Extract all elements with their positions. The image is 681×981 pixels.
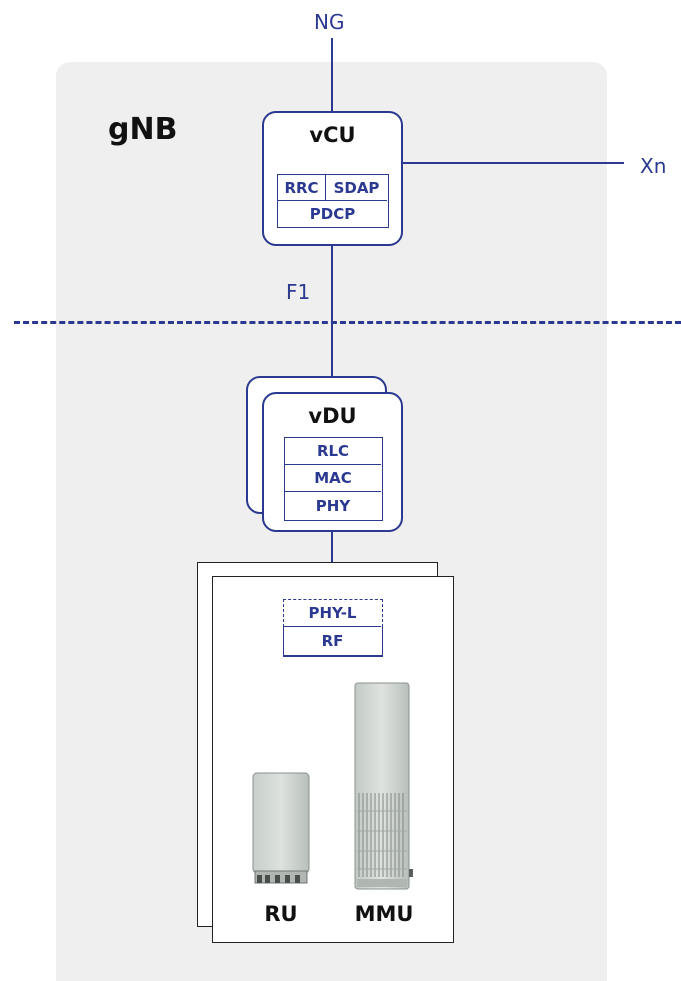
- vdu-box: vDU RLC MAC PHY: [262, 392, 403, 532]
- ru-sheet: PHY-L RF: [212, 576, 454, 943]
- phy-l-layer: PHY-L: [284, 600, 381, 627]
- vcu-box: vCU RRC SDAP PDCP: [262, 111, 403, 246]
- vdu-protocol-stack: RLC MAC PHY: [284, 437, 383, 521]
- mmu-hardware-image: [354, 682, 413, 890]
- sdap-layer: SDAP: [326, 175, 387, 201]
- ng-label: NG: [314, 10, 345, 34]
- f1-link: [331, 245, 333, 379]
- fronthaul-link: [331, 531, 333, 563]
- gnb-title: gNB: [108, 112, 178, 147]
- rlc-layer: RLC: [285, 438, 381, 465]
- vcu-title: vCU: [309, 123, 356, 147]
- mmu-label: MMU: [354, 902, 414, 926]
- ng-link: [331, 38, 333, 111]
- rrc-layer: RRC: [278, 175, 326, 201]
- rf-layer: RF: [282, 627, 383, 656]
- mac-layer: MAC: [285, 465, 381, 492]
- ru-label: RU: [264, 902, 298, 926]
- split-boundary-line: [14, 321, 681, 324]
- phy-layer: PHY: [315, 496, 351, 515]
- xn-link: [402, 162, 624, 164]
- pdcp-layer: PDCP: [309, 204, 356, 223]
- ru-hardware-image: [252, 772, 310, 884]
- vcu-protocol-stack: RRC SDAP PDCP: [277, 174, 389, 228]
- ru-protocol-stack: PHY-L RF: [282, 599, 383, 657]
- xn-label: Xn: [640, 154, 667, 178]
- vdu-title: vDU: [308, 404, 357, 428]
- f1-label: F1: [286, 280, 311, 304]
